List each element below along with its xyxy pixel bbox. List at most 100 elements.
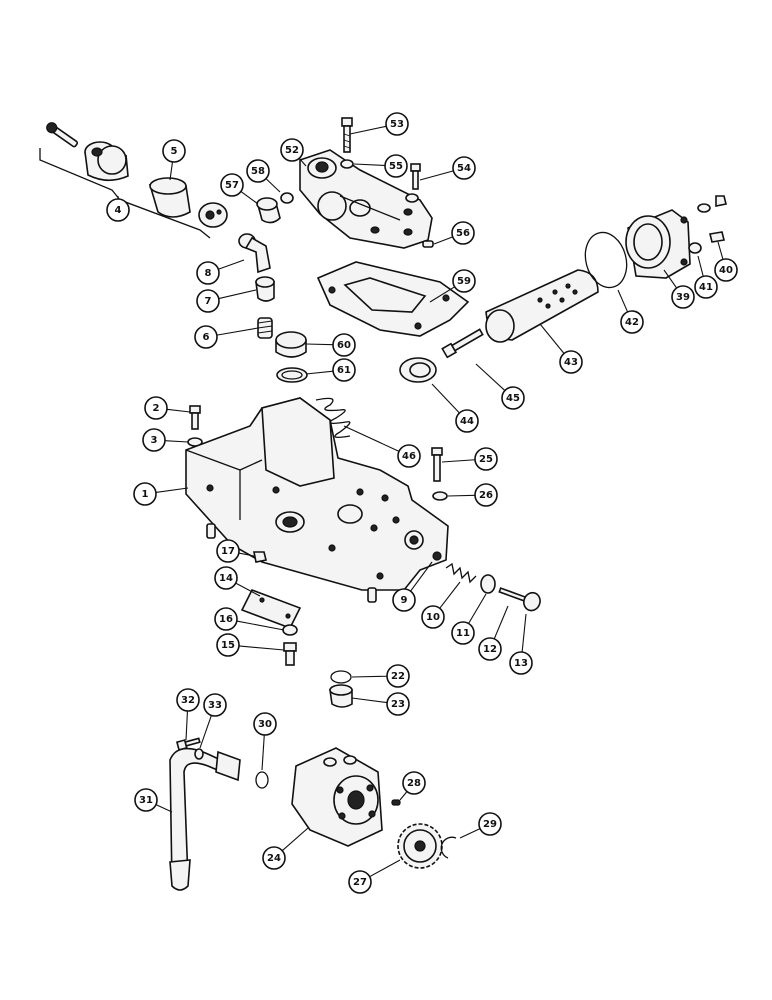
callout-circle [196, 261, 220, 285]
callout-58: 58 [246, 159, 270, 183]
callout-circle [332, 333, 356, 357]
leader-line-41 [697, 255, 704, 277]
leader-line-43 [539, 323, 565, 354]
part-illustrations [39, 117, 727, 891]
callout-61: 61 [332, 358, 356, 382]
leader-line-23 [351, 697, 388, 704]
leader-line-28 [399, 791, 408, 801]
callout-circle [262, 846, 286, 870]
callout-39: 39 [671, 285, 695, 309]
callout-circle [392, 588, 416, 612]
callout-label: 8 [205, 268, 212, 279]
leader-line-29 [459, 828, 481, 839]
leader-line-17 [238, 552, 255, 557]
leader-line-61 [305, 370, 334, 375]
callout-label: 39 [676, 292, 690, 303]
callout-label: 5 [171, 146, 178, 157]
callout-circle [694, 275, 718, 299]
leader-line-10 [439, 581, 461, 609]
callout-circle [474, 447, 498, 471]
leader-line-25 [441, 459, 476, 463]
leader-line-32 [185, 710, 188, 741]
callout-circle [220, 173, 244, 197]
callout-circle [106, 198, 130, 222]
leader-line-57 [240, 191, 259, 205]
callout-label: 6 [203, 332, 210, 343]
callout-label: 4 [115, 205, 122, 216]
callout-54: 54 [452, 156, 476, 180]
callout-17: 17 [216, 539, 240, 563]
callout-9: 9 [392, 588, 416, 612]
callout-circle [714, 258, 738, 282]
callout-41: 41 [694, 275, 718, 299]
callout-label: 2 [153, 403, 160, 414]
callout-56: 56 [451, 221, 475, 245]
callout-circle [246, 159, 270, 183]
callout-14: 14 [214, 566, 238, 590]
leader-line-53 [349, 125, 387, 135]
callout-circle [176, 688, 200, 712]
callout-circle [509, 651, 533, 675]
leader-line-9 [410, 561, 433, 592]
callout-label: 56 [456, 228, 470, 239]
callout-label: 53 [390, 119, 404, 130]
leader-line-26 [447, 494, 476, 497]
callout-label: 44 [460, 416, 474, 427]
callout-label: 42 [625, 317, 639, 328]
callout-27: 27 [348, 870, 372, 894]
leader-line-8 [218, 259, 245, 270]
callout-label: 32 [181, 695, 195, 706]
callout-label: 29 [483, 819, 497, 830]
callout-label: 41 [699, 282, 713, 293]
callout-label: 16 [219, 614, 233, 625]
leader-line-45 [475, 363, 506, 391]
callout-31: 31 [134, 788, 158, 812]
callout-circle [253, 712, 277, 736]
leader-lines [117, 125, 724, 878]
callout-label: 59 [457, 276, 471, 287]
callout-32: 32 [176, 688, 200, 712]
callout-7: 7 [196, 289, 220, 313]
leader-line-31 [155, 804, 173, 813]
leader-line-1 [155, 487, 189, 494]
leader-line-33 [199, 715, 212, 749]
leader-line-54 [419, 170, 454, 181]
callout-2: 2 [144, 396, 168, 420]
callout-label: 10 [426, 612, 440, 623]
callout-circle [162, 139, 186, 163]
callout-12: 12 [478, 637, 502, 661]
callout-40: 40 [714, 258, 738, 282]
callout-55: 55 [384, 154, 408, 178]
callout-circle [421, 605, 445, 629]
callout-6: 6 [194, 325, 218, 349]
callout-circle [384, 154, 408, 178]
callout-circle [203, 693, 227, 717]
leader-line-11 [468, 593, 487, 624]
callout-circle [452, 156, 476, 180]
leader-line-44 [431, 383, 460, 414]
callout-label: 12 [483, 644, 497, 655]
callout-circle [332, 358, 356, 382]
callout-10: 10 [421, 605, 445, 629]
callout-circle [348, 870, 372, 894]
callout-43: 43 [559, 350, 583, 374]
callout-label: 22 [391, 671, 405, 682]
callout-circle [385, 112, 409, 136]
leader-line-58 [265, 178, 281, 193]
callout-label: 40 [719, 265, 733, 276]
leader-line-5 [169, 161, 174, 181]
callout-label: 52 [285, 145, 299, 156]
callout-circle [559, 350, 583, 374]
callout-label: 17 [221, 546, 235, 557]
callout-15: 15 [216, 633, 240, 657]
leader-line-60 [305, 343, 334, 346]
callout-5: 5 [162, 139, 186, 163]
callout-23: 23 [386, 692, 410, 716]
leader-line-42 [617, 289, 629, 313]
callout-45: 45 [501, 386, 525, 410]
leader-line-7 [218, 289, 257, 300]
callout-label: 58 [251, 166, 265, 177]
callout-53: 53 [385, 112, 409, 136]
callout-circle [216, 539, 240, 563]
